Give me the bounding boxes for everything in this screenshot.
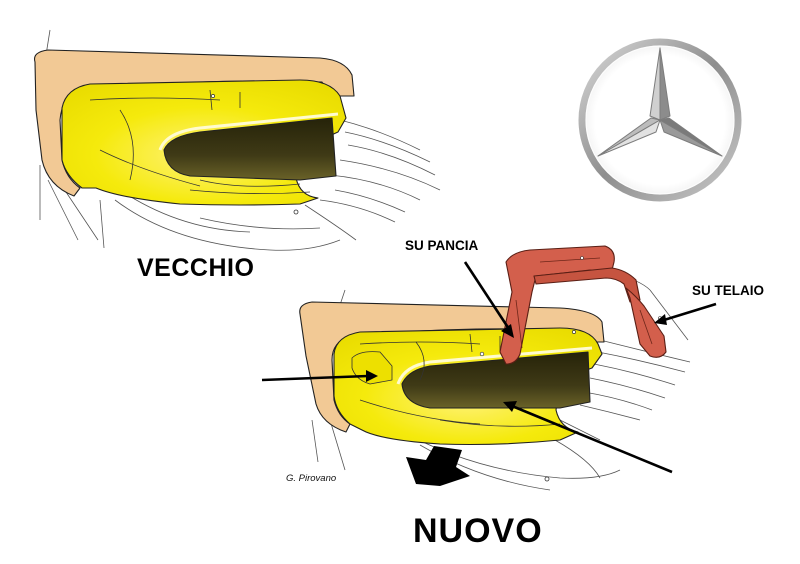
mercedes-star-icon [578, 38, 742, 202]
label-su-pancia: SU PANCIA [405, 238, 479, 253]
pointer-arrows [261, 261, 717, 486]
label-su-telaio: SU TELAIO [692, 283, 765, 298]
old-sidepod-drawing [33, 29, 441, 251]
author-credit: G. Pirovano [286, 473, 337, 484]
label-new: NUOVO [413, 512, 543, 550]
red-flow-conditioner [499, 245, 667, 365]
label-old: VECCHIO [137, 254, 255, 282]
